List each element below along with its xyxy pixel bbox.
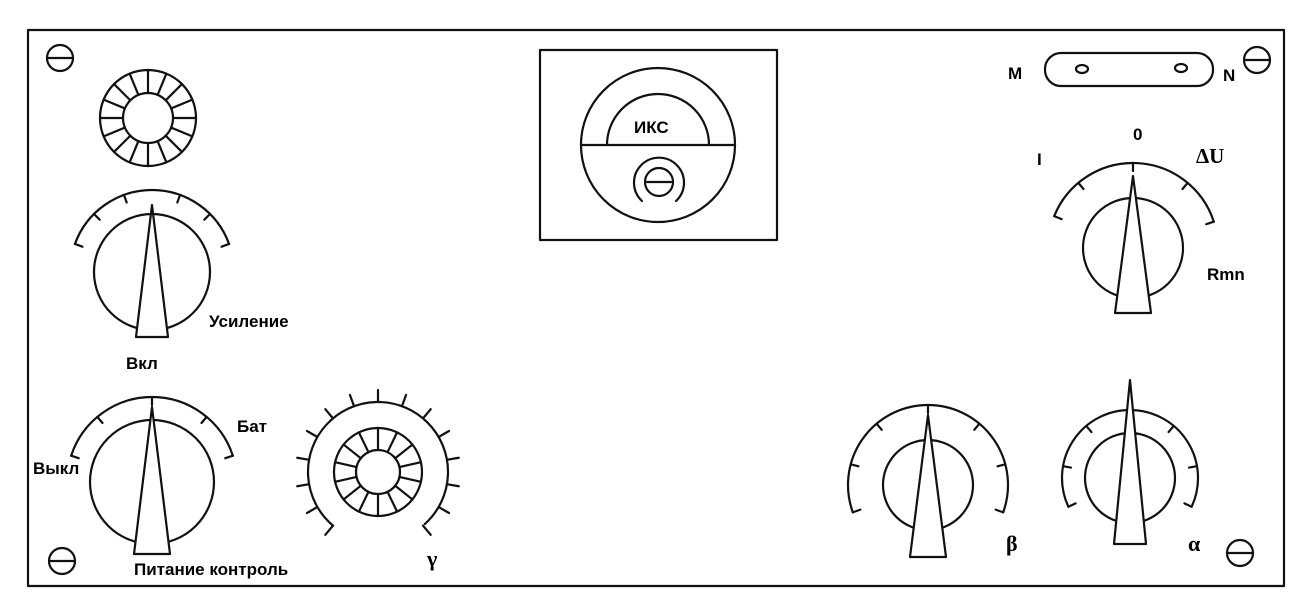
mode-label-rmn: Rmn [1207,265,1245,284]
knob-rib [342,484,362,501]
mode-label-delta-u: ΔU [1196,144,1225,168]
scale-arc [306,400,450,527]
scale-tick [1205,220,1215,226]
knob-rib [334,475,358,483]
knob-inner [354,448,402,496]
mode-label-i: I [1037,150,1042,169]
knob-rib [342,443,362,460]
scale-tick [203,212,212,221]
scale-tick [200,415,208,425]
scale-tick [1067,502,1077,508]
scale-tick [1077,181,1085,191]
knob-pointer [134,203,170,339]
gain-knob[interactable] [73,188,231,339]
meter-zero-screw-icon [643,166,675,198]
scale-tick [1061,465,1073,469]
gain-label: Усиление [209,312,289,331]
knob-rib [357,431,370,454]
scale-tick [1053,215,1063,221]
power-label-on: Вкл [126,354,158,373]
scale-tick [421,524,432,536]
knob-rib [394,443,414,460]
indicator-lamp-icon [98,68,198,168]
knob-rib [394,484,414,501]
power-control-label: Питание контроль [134,560,289,579]
scale-tick [70,454,80,460]
scale-tick [224,454,234,460]
screw-icon-bottom-left [47,546,77,576]
mode-selector-knob[interactable] [1053,161,1215,315]
scale-tick [296,456,311,461]
gamma-label: γ [427,546,438,571]
meter-iks [538,48,779,242]
scale-tick [875,422,883,431]
scale-arc [1053,161,1215,223]
scale-tick [92,212,101,221]
beta-label: β [1006,531,1018,556]
alpha-knob[interactable] [1060,378,1200,546]
terminal-label-m: M [1008,64,1023,83]
knob-pointer [132,405,172,556]
knob-rib [357,490,370,513]
screw-icon-top-left [45,43,75,73]
scale-tick [421,408,432,420]
scale-tick [445,456,460,461]
scale-tick [973,422,981,431]
scale-tick [348,393,356,408]
knob-pointer [908,413,948,559]
scale-tick [324,408,335,420]
scale-tick [1183,502,1193,508]
beta-knob[interactable] [846,403,1010,559]
scale-tick [445,483,460,488]
power-control-knob[interactable] [70,395,234,556]
scale-tick [400,393,408,408]
mode-label-zero: 0 [1133,125,1143,144]
scale-tick [437,505,451,515]
scale-tick [296,483,311,488]
scale-tick [851,508,862,514]
scale-tick [437,429,451,439]
scale-tick [849,463,860,468]
scale-tick [176,193,182,204]
screw-icon-bottom-right [1225,538,1255,568]
power-label-battery: Бат [237,417,267,436]
knob-rib [386,431,399,454]
gamma-knob[interactable] [296,388,460,536]
knob-rib [386,490,399,513]
scale-tick [1187,465,1199,469]
power-label-off: Выкл [33,459,80,478]
scale-tick [1167,424,1175,434]
terminal-strip-mn [1043,51,1215,88]
scale-tick [324,524,335,536]
scale-arc [73,188,231,246]
knob-pointer [1113,174,1153,315]
scale-tick [73,242,84,248]
panel-frame [26,28,1286,588]
scale-tick [122,193,128,204]
knob-pointer [1112,378,1148,546]
screw-icon-top-right [1242,45,1272,75]
scale-tick [994,508,1005,514]
scale-tick [996,463,1007,468]
knob-rib [398,475,422,483]
scale-tick [305,505,319,515]
meter-label-iks: ИКС [634,118,669,137]
knob-rib [334,461,358,469]
knob-rib [398,461,422,469]
scale-tick [1181,181,1189,191]
scale-tick [220,242,231,248]
scale-tick [96,415,104,425]
scale-tick [305,429,319,439]
alpha-label: α [1188,531,1201,556]
scale-tick [1085,424,1093,434]
terminal-label-n: N [1223,66,1236,85]
